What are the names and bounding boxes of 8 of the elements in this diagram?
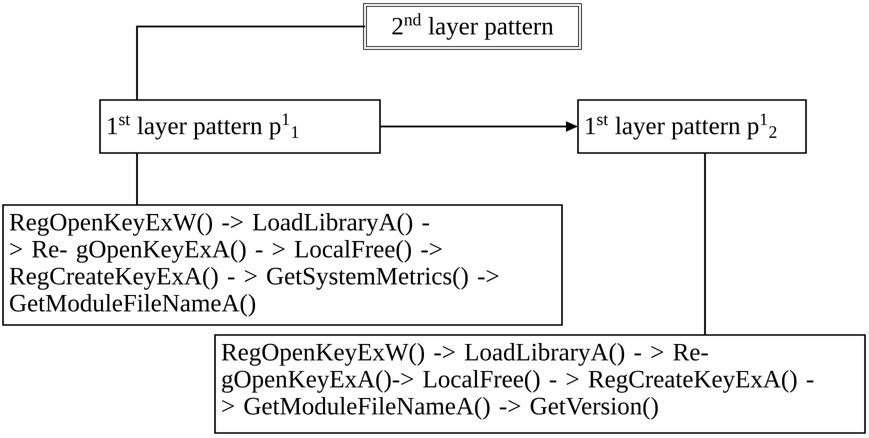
pattern-box: 1$^{st}$ layer pattern p$^{1}$1 bbox=[99, 99, 381, 154]
sequence-box: RegOpenKeyExW() -> LoadLibraryA() -> Re- gOpenKeyExA() - > LocalFree() -> RegCreateKeyExA() - > GetSystemMetrics() -> GetModuleFileNameA() bbox=[2, 204, 563, 326]
connector bbox=[704, 153, 706, 335]
connector bbox=[136, 153, 138, 205]
pattern-box: 1$^{st}$ layer pattern p$^{1}$2 bbox=[577, 99, 807, 154]
connector bbox=[136, 26, 365, 100]
sequence-box: RegOpenKeyExW() -> LoadLibraryA() - > Re- gOpenKeyExA()-> LocalFree() - > RegCreateKeyExA() - > GetModuleFileNameA() -> GetVersion() bbox=[214, 334, 866, 434]
pattern-box: 2$^{nd}$ layer pattern bbox=[363, 3, 582, 50]
